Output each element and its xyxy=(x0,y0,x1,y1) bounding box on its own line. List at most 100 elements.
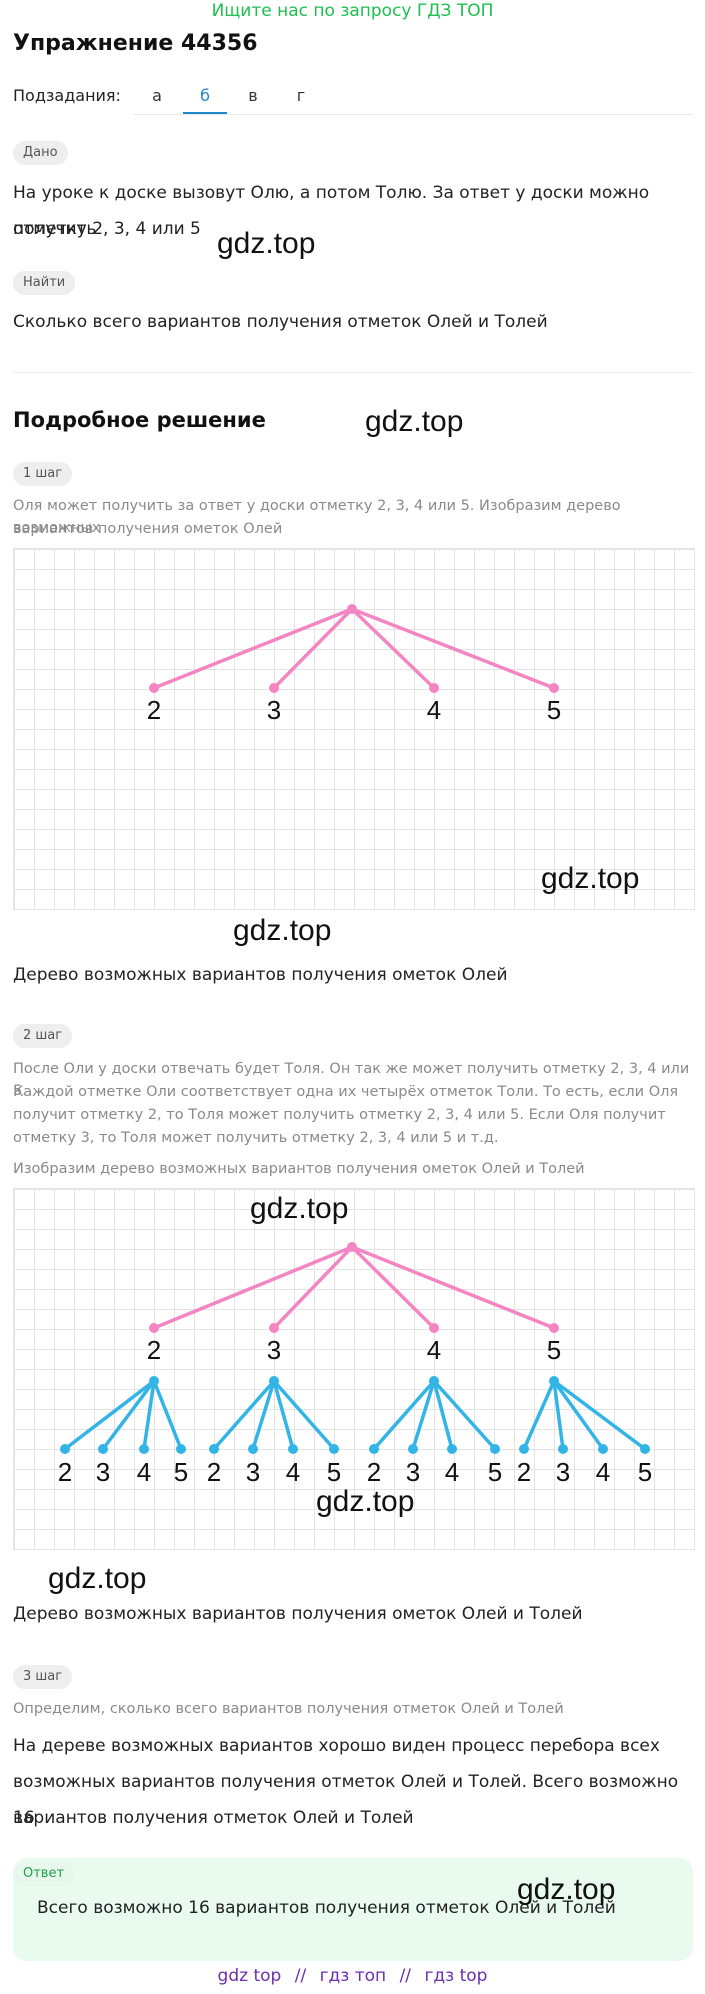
tree-2-leaf-branch xyxy=(432,1380,454,1450)
tree-2-leaf-label: 2 xyxy=(207,1457,221,1487)
tree-1-label: 2 xyxy=(147,695,161,725)
tree-2-leaf-node xyxy=(408,1444,418,1454)
section-divider xyxy=(13,372,693,373)
tree-2-root xyxy=(347,1242,357,1252)
tree-1-node xyxy=(269,683,279,693)
tree-2-leaf-label: 3 xyxy=(96,1457,110,1487)
step-2-text-5: Изобразим дерево возможных вариантов пол… xyxy=(13,1161,585,1177)
step-2-caption: Дерево возможных вариантов получения оме… xyxy=(13,1604,583,1624)
tree-2-node xyxy=(549,1323,559,1333)
tree-2-node xyxy=(269,1323,279,1333)
solution-heading: Подробное решение xyxy=(13,408,266,432)
tree-2-leaf-label: 4 xyxy=(596,1457,610,1487)
tree-2-leaf-label: 5 xyxy=(327,1457,341,1487)
footer-link-3[interactable]: гдз top xyxy=(424,1966,488,1986)
watermark: gdz.top xyxy=(48,1562,147,1595)
tree-2-leaf-branch xyxy=(552,1380,565,1450)
tree-2-leaf-branch xyxy=(552,1379,647,1451)
watermark: gdz.top xyxy=(541,862,640,895)
tree-2-leaf-label: 2 xyxy=(58,1457,72,1487)
tree-2-mid-dot xyxy=(429,1376,439,1386)
tree-2-mid-dot xyxy=(149,1376,159,1386)
tree-2-leaf-node xyxy=(640,1444,650,1454)
tree-1-node xyxy=(149,683,159,693)
tree-2-mid-dot xyxy=(549,1376,559,1386)
tree-1-node xyxy=(429,683,439,693)
footer-link-2[interactable]: гдз топ xyxy=(319,1966,387,1986)
tree-2-leaf-node xyxy=(139,1444,149,1454)
tree-2-leaf-node xyxy=(519,1444,529,1454)
subtasks-bar: Подзадания: а б в г xyxy=(13,82,693,116)
given-line-2: отметку 2, 3, 4 или 5 xyxy=(13,219,201,239)
tree-2-leaf-label: 3 xyxy=(406,1457,420,1487)
step-2-text-3: получит отметку 2, то Толя может получит… xyxy=(13,1107,666,1123)
tree-2-leaf-node xyxy=(176,1444,186,1454)
tree-2-leaf-label: 2 xyxy=(367,1457,381,1487)
step-3-line-3: вариантов получения отметок Олей и Толей xyxy=(13,1808,414,1828)
step-1-text-2: вариантов получения ометок Олей xyxy=(13,521,283,537)
tree-2-leaf-branch xyxy=(142,1380,156,1450)
tabs-underline xyxy=(133,114,693,115)
tree-2-leaf-label: 2 xyxy=(517,1457,531,1487)
watermark: gdz.top xyxy=(233,914,332,947)
tree-2-leaf-label: 5 xyxy=(174,1457,188,1487)
step-3-line-1: На дереве возможных вариантов хорошо вид… xyxy=(13,1736,660,1756)
tree-1-label: 4 xyxy=(427,695,441,725)
watermark: gdz.top xyxy=(217,227,316,260)
tree-2-leaf-branch xyxy=(432,1379,497,1451)
tree-2-leaf-label: 3 xyxy=(556,1457,570,1487)
promo-banner[interactable]: Ищите нас по запросу ГДЗ ТОП xyxy=(211,1,494,21)
tree-1-label: 3 xyxy=(267,695,281,725)
step-3-text: Определим, сколько всего вариантов получ… xyxy=(13,1701,564,1717)
page-title: Упражнение 44356 xyxy=(13,31,258,56)
tree-2-leaf-branch xyxy=(152,1380,183,1450)
tree-2-node xyxy=(429,1323,439,1333)
answer-badge-front: Ответ xyxy=(13,1862,75,1886)
find-text: Сколько всего вариантов получения отмето… xyxy=(13,312,548,332)
tree-1-branch xyxy=(153,607,353,690)
tree-2-leaf-node xyxy=(288,1444,298,1454)
tree-2-leaf-branch xyxy=(411,1380,436,1450)
tree-2-node xyxy=(149,1323,159,1333)
watermark: gdz.top xyxy=(250,1192,349,1225)
step-3-line-2: возможных вариантов получения отметок Ол… xyxy=(13,1772,679,1828)
tree-2-leaf-node xyxy=(490,1444,500,1454)
tree-1-root xyxy=(347,604,357,614)
given-badge: Дано xyxy=(13,141,68,165)
step-3-badge: 3 шаг xyxy=(13,1665,73,1689)
tab-b[interactable]: б xyxy=(183,86,227,114)
find-badge: Найти xyxy=(13,271,76,295)
footer-link-1[interactable]: gdz top xyxy=(217,1966,282,1986)
step-2-badge: 2 шаг xyxy=(13,1024,73,1048)
subtasks-label: Подзадания: xyxy=(13,86,121,105)
step-1-text-1: Оля может получить за ответ у доски отме… xyxy=(13,498,621,536)
tab-v[interactable]: в xyxy=(248,86,258,105)
tree-2-leaf-branch xyxy=(251,1380,276,1450)
given-line-1: На уроке к доске вызовут Олю, а потом То… xyxy=(13,183,650,239)
tree-2-leaf-branch xyxy=(63,1379,156,1451)
tree-2-leaf-branch xyxy=(101,1379,156,1451)
tree-2-leaf-node xyxy=(329,1444,339,1454)
tree-2-leaf-branch xyxy=(272,1380,295,1450)
tab-a[interactable]: а xyxy=(152,86,162,105)
tree-2-leaf-label: 3 xyxy=(246,1457,260,1487)
step-1-badge: 1 шаг xyxy=(13,462,73,486)
watermark: gdz.top xyxy=(316,1485,415,1518)
tab-g[interactable]: г xyxy=(296,86,306,105)
tree-2-label: 3 xyxy=(267,1335,281,1365)
tree-2-leaf-branch xyxy=(522,1380,556,1450)
answer-box: Всего возможно 16 вариантов получения от… xyxy=(13,1858,693,1961)
tree-2-leaf-node xyxy=(98,1444,108,1454)
tree-2-branch xyxy=(153,1245,353,1330)
footer-links: gdz top // гдз топ // гдз top xyxy=(0,1966,705,1986)
step-2-text-1: После Оли у доски отвечать будет Толя. О… xyxy=(13,1061,690,1099)
tree-2-leaf-node xyxy=(598,1444,608,1454)
tree-1-node xyxy=(549,683,559,693)
tree-2-branch xyxy=(272,1245,354,1330)
step-1-caption: Дерево возможных вариантов получения оме… xyxy=(13,965,508,985)
tree-2-mid-dot xyxy=(269,1376,279,1386)
